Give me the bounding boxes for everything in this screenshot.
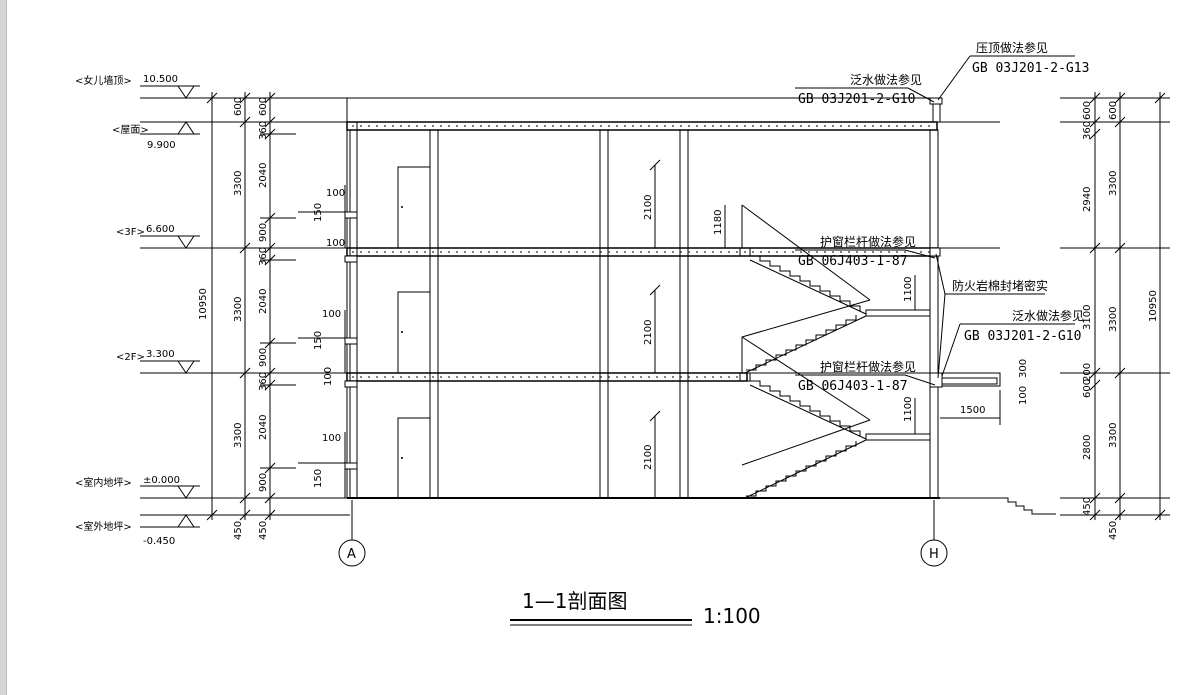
dim-win-c-150: 150: [313, 469, 324, 488]
title-block: 1—1剖面图 1:100: [510, 589, 761, 628]
note-coping-code: GB 03J201-2-G13: [972, 61, 1089, 76]
dim-canopy-width: 1500: [960, 405, 985, 416]
dim-right-inner-3300a: 3300: [1108, 171, 1119, 196]
dim-left-3300-top: 3300: [233, 171, 244, 196]
dim-right-inner-450: 450: [1108, 521, 1119, 540]
right-dimension-chains: 600 360 2940 3100 200 600 2800 450 600 3…: [1082, 92, 1166, 540]
dim-det-900c: 900: [258, 473, 269, 492]
dim-det-360c: 360: [258, 372, 269, 391]
axis-a-label: A: [347, 547, 356, 562]
level-outdoor-label: <室外地坪>: [75, 520, 132, 533]
left-dimension-chains: 10950 600 3300 3300 3300 450 600 360 204…: [198, 92, 296, 540]
dim-win-a-100: 100: [326, 188, 345, 199]
dim-rail-top: 1180: [713, 210, 724, 235]
axis-markers: A H: [338, 500, 948, 567]
building-structure: [344, 97, 1056, 515]
level-indoor-value: ±0.000: [143, 475, 180, 486]
dim-right-inner-3100: 3100: [1082, 305, 1093, 330]
dim-win-b-100b: 100: [323, 367, 334, 386]
note-flashing1-title: 泛水做法参见: [850, 72, 922, 87]
dim-height-1f: 2100: [643, 445, 654, 470]
level-roof-value: 9.900: [147, 140, 176, 151]
note-flashing2-code: GB 03J201-2-G10: [964, 329, 1081, 344]
dim-rail-mid: 1100: [903, 277, 914, 302]
dim-win-b-150: 150: [313, 331, 324, 350]
level-parapet-value: 10.500: [143, 74, 178, 85]
note-coping-title: 压顶做法参见: [976, 40, 1048, 55]
note-rail1-code: GB 06J403-1-87: [798, 254, 908, 269]
dim-right-det-600: 600: [1082, 101, 1093, 120]
dim-det-360a: 360: [258, 121, 269, 140]
level-3f-value: 6.600: [146, 224, 175, 235]
dim-height-2f: 2100: [643, 320, 654, 345]
dim-rail-low: 1100: [903, 397, 914, 422]
note-rail1-title: 护窗栏杆做法参见: [820, 234, 916, 249]
level-parapet-label: <女儿墙顶>: [75, 74, 132, 87]
dim-canopy-300: 300: [1018, 359, 1029, 378]
dim-det-360b: 360: [258, 247, 269, 266]
level-2f-value: 3.300: [146, 349, 175, 360]
axis-h-label: H: [929, 547, 939, 562]
dim-right-inner-600: 600: [1108, 101, 1119, 120]
drawing-scale: 1:100: [703, 604, 761, 628]
note-fire-seal: 防火岩棉封堵密实: [952, 278, 1048, 293]
note-flashing1-code: GB 03J201-2-G10: [798, 92, 915, 107]
dim-det-2040a: 2040: [258, 163, 269, 188]
dim-right-inner-3300: 3300: [1108, 307, 1119, 332]
dim-det-600: 600: [258, 97, 269, 116]
level-roof-label: <屋面>: [112, 124, 149, 136]
note-flashing2-title: 泛水做法参见: [1012, 308, 1084, 323]
dim-left-600: 600: [233, 97, 244, 116]
level-2f-label: <2F>: [116, 352, 145, 363]
dim-det-2040c: 2040: [258, 415, 269, 440]
dim-canopy-100: 100: [1018, 386, 1029, 405]
dim-det-900a: 900: [258, 223, 269, 242]
dim-win-a-100b: 100: [326, 238, 345, 249]
dim-right-det-600b: 600: [1082, 379, 1093, 398]
dim-left-450: 450: [233, 521, 244, 540]
callout-notes: 压顶做法参见 GB 03J201-2-G13 泛水做法参见 GB 03J201-…: [795, 40, 1089, 394]
dim-det-2040b: 2040: [258, 289, 269, 314]
dim-left-3300-mid: 3300: [233, 297, 244, 322]
level-3f-label: <3F>: [116, 227, 145, 238]
dim-height-3f: 2100: [643, 195, 654, 220]
inner-dimensions: 2100 2100 2100 1180 1100 1100 1500 300 1…: [643, 159, 1029, 498]
dim-right-det-2940: 2940: [1082, 187, 1093, 212]
dim-win-c-100: 100: [322, 433, 341, 444]
dim-det-450: 450: [258, 521, 269, 540]
dim-win-b-100: 100: [322, 309, 341, 320]
level-markers: <女儿墙顶> 10.500 <屋面> 9.900 <3F> 6.600 <2F>…: [75, 74, 200, 547]
dim-left-3300-low: 3300: [233, 423, 244, 448]
dim-left-total: 10950: [198, 288, 209, 320]
left-sidebar-strip: [0, 0, 7, 695]
level-outdoor-value: -0.450: [143, 536, 175, 547]
dim-right-inner-3300b: 3300: [1108, 423, 1119, 448]
dim-right-det-450: 450: [1082, 497, 1093, 516]
dim-right-det-360: 360: [1082, 121, 1093, 140]
dim-win-a-150: 150: [313, 203, 324, 222]
note-rail2-title: 护窗栏杆做法参见: [820, 359, 916, 374]
dim-right-total: 10950: [1148, 290, 1159, 322]
dim-right-inner-200: 200: [1082, 363, 1093, 382]
dim-right-det-2800: 2800: [1082, 435, 1093, 460]
dim-det-900b: 900: [258, 348, 269, 367]
note-rail2-code: GB 06J403-1-87: [798, 379, 908, 394]
drawing-title: 1—1剖面图: [522, 589, 627, 613]
level-indoor-label: <室内地坪>: [75, 476, 132, 489]
